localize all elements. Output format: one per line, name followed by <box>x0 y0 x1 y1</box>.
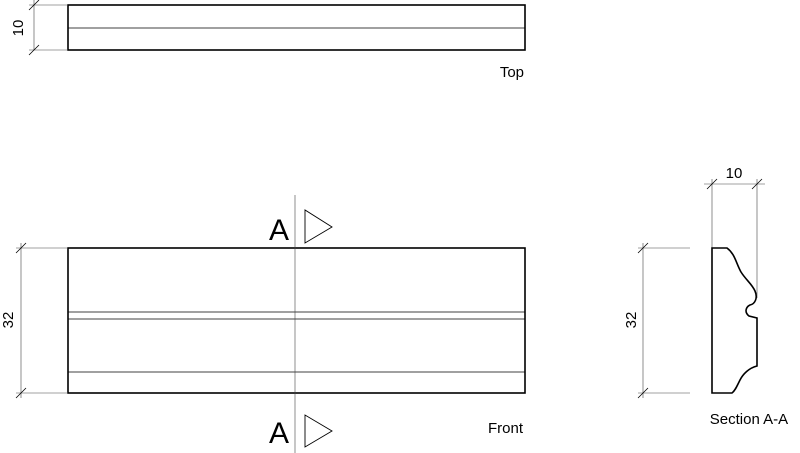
top-view-label: Top <box>500 64 524 81</box>
section-depth-value: 10 <box>726 165 743 182</box>
front-view-label: Front <box>488 420 524 437</box>
front-height-dimension: 32 <box>0 242 68 399</box>
section-letter-bottom: A <box>269 417 289 450</box>
section-height-value: 32 <box>623 312 640 329</box>
front-view-outline <box>67 247 526 394</box>
section-arrow-bottom <box>304 414 333 448</box>
section-height-dimension: 32 <box>623 242 690 399</box>
front-view: 32 A A Front <box>0 195 526 453</box>
section-arrow-top <box>304 209 333 244</box>
section-letter-top: A <box>269 214 289 247</box>
section-view: 10 32 Section A-A <box>623 165 788 428</box>
top-thickness-dimension: 10 <box>10 0 68 56</box>
section-depth-dimension: 10 <box>704 165 765 298</box>
top-view-outline <box>67 4 526 51</box>
section-view-label: Section A-A <box>710 411 788 428</box>
section-cut-line: A A <box>269 195 333 453</box>
section-profile <box>711 247 758 394</box>
top-thickness-value: 10 <box>10 20 27 37</box>
top-view: 10 Top <box>10 0 526 81</box>
front-height-value: 32 <box>0 312 17 329</box>
